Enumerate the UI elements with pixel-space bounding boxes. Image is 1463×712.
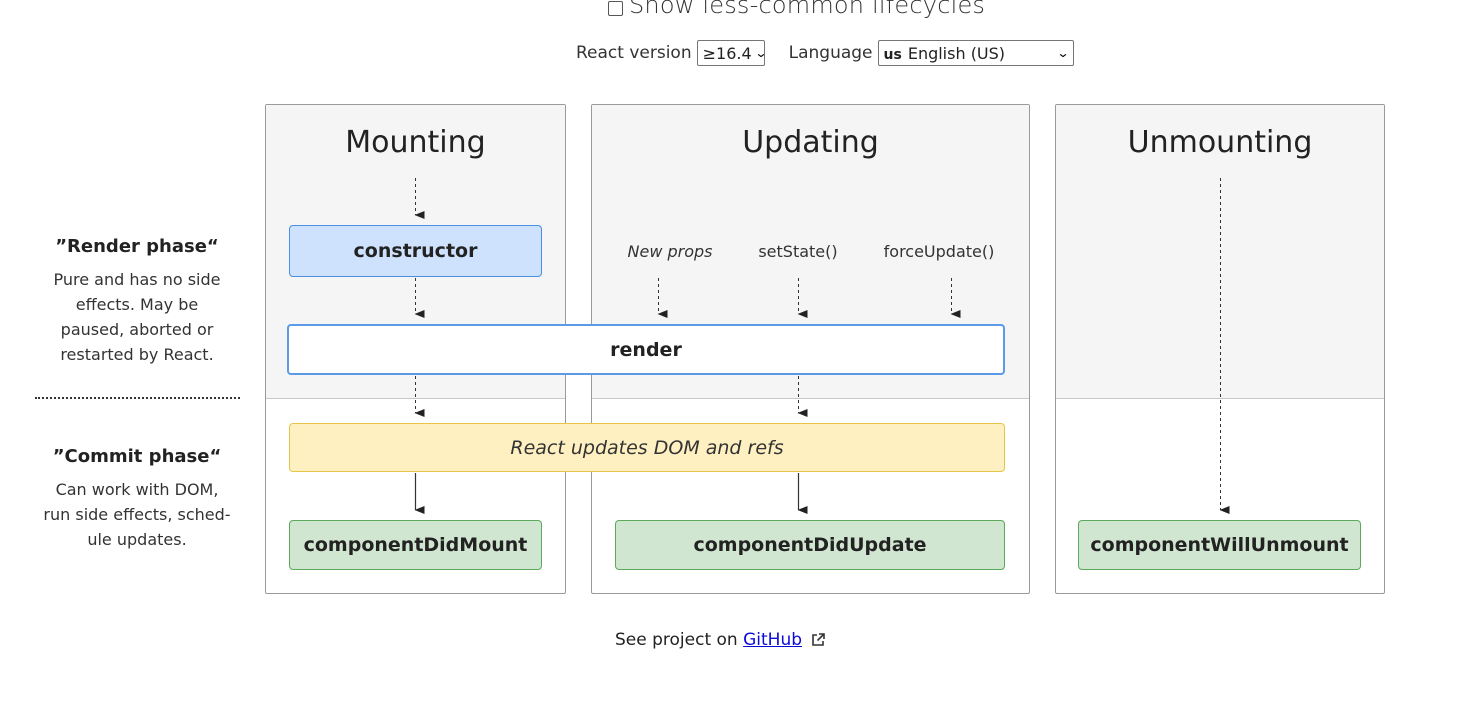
phase-divider (35, 397, 240, 399)
less-common-label[interactable]: Show less-common lifecycles (629, 0, 986, 19)
chevron-down-icon: ⌄ (754, 46, 768, 60)
external-link-icon[interactable] (811, 633, 826, 647)
commit-phase-description: Can work with DOM, run side effects, sch… (43, 480, 231, 549)
component-did-mount-box[interactable]: componentDidMount (289, 520, 542, 570)
language-select[interactable]: us English (US) ⌄ (877, 40, 1074, 66)
github-link[interactable]: GitHub (743, 630, 803, 650)
render-box[interactable]: render (287, 324, 1005, 375)
render-phase-description: Pure and has no side effects. May be pau… (53, 270, 221, 364)
unmounting-title: Unmounting (1127, 125, 1313, 160)
dom-update-box[interactable]: React updates DOM and refs (289, 423, 1005, 472)
react-version-select[interactable]: ≥16.4 ⌄ (696, 40, 768, 66)
constructor-box[interactable]: constructor (289, 225, 542, 277)
react-version-label: React version (576, 43, 692, 63)
footer: See project on GitHub (615, 630, 826, 650)
language-value: English (US) (907, 43, 1006, 63)
language-label: Language (788, 43, 873, 63)
chevron-down-icon: ⌄ (1056, 46, 1071, 60)
commit-phase-heading: ”Commit phase“ (52, 446, 222, 467)
mounting-title: Mounting (345, 125, 486, 160)
flag-icon: us (883, 46, 902, 63)
render-phase-heading: ”Render phase“ (55, 236, 219, 257)
trigger-new-props: New props (627, 242, 713, 261)
trigger-set-state: setState() (758, 242, 838, 261)
trigger-force-update: forceUpdate() (883, 242, 995, 261)
less-common-toggle[interactable]: Show less-common lifecycles (608, 0, 985, 22)
checkbox-icon[interactable] (608, 0, 623, 16)
react-version-value: ≥16.4 (702, 43, 752, 63)
component-will-unmount-box[interactable]: componentWillUnmount (1078, 520, 1361, 570)
component-did-update-box[interactable]: componentDidUpdate (615, 520, 1005, 570)
updating-title: Updating (742, 125, 879, 160)
footer-text: See project on (615, 630, 738, 650)
settings-row: React version ≥16.4 ⌄ Language us English… (576, 38, 1074, 68)
